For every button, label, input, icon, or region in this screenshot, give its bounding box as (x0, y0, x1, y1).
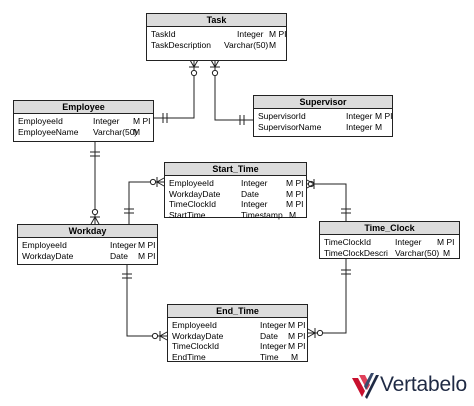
attribute-flags: M PI (286, 188, 304, 199)
attribute-type: Varchar(50) (224, 39, 269, 50)
attribute-type: Integer (260, 341, 287, 351)
entity-task[interactable]: Task TaskId Integer M PI TaskDescription… (146, 13, 287, 61)
attribute-flags: M PI (437, 237, 455, 247)
entity-title: Task (147, 14, 286, 27)
attribute-type: Date (241, 188, 259, 199)
entity-supervisor[interactable]: Supervisor SupervisorId Integer M PI Sup… (253, 95, 393, 137)
attribute-name: EmployeeId (172, 320, 217, 330)
attribute-name: EmployeeId (18, 116, 63, 126)
attribute-flags: M (443, 247, 451, 258)
attribute-type: Integer (241, 199, 268, 209)
attribute-flags: M (269, 39, 277, 50)
attribute-flags: M (289, 209, 297, 220)
entity-title: Workday (18, 225, 157, 238)
attribute-type: Integer (395, 237, 422, 247)
attribute-name: TimeClockId (324, 237, 371, 247)
attribute-row: TimeClockId Integer M PI (169, 199, 306, 210)
attribute-row: WorkdayDate Date M PI (169, 189, 306, 200)
attribute-type: Time (260, 351, 279, 362)
entity-workday[interactable]: Workday EmployeeId Integer M PI WorkdayD… (17, 224, 158, 265)
entity-title: Employee (14, 101, 153, 114)
attribute-flags: M PI (288, 330, 306, 341)
attribute-row: EmployeeName Varchar(50) M (18, 127, 153, 138)
attribute-flags: M PI (269, 29, 287, 39)
attribute-name: EndTime (172, 351, 206, 362)
entity-title: Start_Time (165, 163, 306, 176)
attribute-flags: M PI (375, 111, 393, 121)
attribute-type: Integer (260, 320, 287, 330)
attribute-flags: M PI (133, 116, 151, 126)
vertabelo-logo-text: Vertabelo (380, 373, 467, 396)
rel-end-timeclock (308, 258, 347, 334)
attribute-flags: M PI (286, 199, 304, 209)
attribute-name: EmployeeId (22, 240, 67, 250)
attribute-name: TimeClockId (169, 199, 216, 209)
attribute-name: StartTime (169, 209, 206, 220)
attribute-type: Date (260, 330, 278, 341)
attribute-name: WorkdayDate (169, 188, 221, 199)
attribute-name: SupervisorId (258, 111, 306, 121)
attribute-type: Timestamp (241, 209, 283, 220)
entity-title: Supervisor (254, 96, 392, 109)
attribute-flags: M PI (286, 178, 304, 188)
attribute-name: WorkdayDate (22, 250, 74, 261)
attribute-type: Integer (110, 240, 137, 250)
attribute-type: Integer (241, 178, 268, 188)
attribute-row: WorkdayDate Date M PI (22, 251, 157, 262)
attribute-row: WorkdayDate Date M PI (172, 331, 307, 342)
attribute-name: TimeClockId (172, 341, 219, 351)
attribute-row: EmployeeId Integer M PI (22, 240, 157, 251)
attribute-type: Integer (237, 29, 264, 39)
attribute-flags: M PI (288, 341, 306, 351)
attribute-flags: M PI (138, 240, 156, 250)
entity-employee[interactable]: Employee EmployeeId Integer M PI Employe… (13, 100, 154, 142)
attribute-row: TimeClockId Integer M PI (172, 341, 307, 352)
vertabelo-logo-icon (352, 373, 379, 399)
attribute-flags: M PI (288, 320, 306, 330)
attribute-row: SupervisorName Integer M (258, 122, 392, 133)
attribute-row: EmployeeId Integer M PI (18, 116, 153, 127)
attribute-type: Integer (346, 111, 373, 121)
rel-task-employee (154, 60, 195, 119)
attribute-flags: M (291, 351, 299, 362)
attribute-row: EmployeeId Integer M PI (169, 178, 306, 189)
attribute-name: TaskDescription (151, 39, 211, 50)
rel-start-timeclock (307, 183, 347, 221)
attribute-row: TaskDescription Varchar(50) M (151, 40, 286, 51)
attribute-name: WorkdayDate (172, 330, 224, 341)
attribute-row: EmployeeId Integer M PI (172, 320, 307, 331)
attribute-flags: M (375, 121, 383, 132)
attribute-type: Integer (93, 116, 120, 126)
attribute-row: StartTime Timestamp M (169, 210, 306, 221)
entity-title: Time_Clock (320, 222, 459, 235)
attribute-type: Varchar(50) (93, 126, 138, 137)
rel-workday-start (128, 181, 164, 224)
attribute-row: TimeClockDescri Varchar(50) M (324, 248, 459, 259)
entity-title: End_Time (168, 305, 307, 318)
attribute-type: Integer (346, 121, 373, 132)
attribute-name: TaskId (151, 29, 176, 39)
attribute-name: EmployeeName (18, 126, 79, 137)
attribute-type: Varchar(50) (395, 247, 440, 258)
attribute-row: TimeClockId Integer M PI (324, 237, 459, 248)
attribute-flags: M (133, 126, 141, 137)
attribute-row: EndTime Time M (172, 352, 307, 363)
attribute-type: Date (110, 250, 128, 261)
attribute-row: SupervisorId Integer M PI (258, 111, 392, 122)
rel-workday-end (126, 264, 167, 337)
attribute-name: TimeClockDescri (324, 247, 388, 258)
entity-time-clock[interactable]: Time_Clock TimeClockId Integer M PI Time… (319, 221, 460, 259)
attribute-name: SupervisorName (258, 121, 322, 132)
entity-start-time[interactable]: Start_Time EmployeeId Integer M PI Workd… (164, 162, 307, 221)
attribute-flags: M PI (138, 250, 156, 261)
entity-end-time[interactable]: End_Time EmployeeId Integer M PI Workday… (167, 304, 308, 362)
attribute-name: EmployeeId (169, 178, 214, 188)
rel-task-supervisor (214, 60, 253, 121)
vertabelo-logo: Vertabelo (350, 372, 470, 400)
attribute-row: TaskId Integer M PI (151, 29, 286, 40)
